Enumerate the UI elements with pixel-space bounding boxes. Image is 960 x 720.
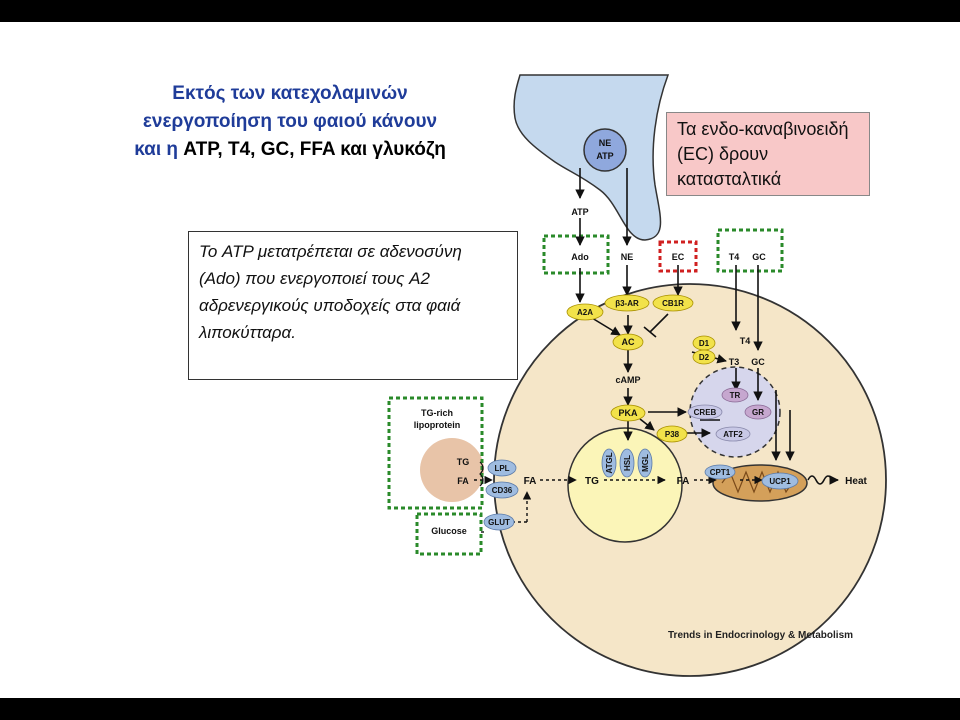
lipase-atgl — [601, 448, 617, 478]
receptor-cb1r — [652, 294, 694, 312]
atp-label: ATP — [571, 207, 588, 217]
lipoprotein-label-2: lipoprotein — [414, 420, 461, 430]
tg-droplet-label: TG — [585, 476, 599, 487]
creb-label: CREB — [694, 408, 717, 417]
receptor-b3ar — [604, 294, 650, 312]
p38-label: P38 — [665, 430, 680, 439]
kinase-p38 — [656, 425, 688, 443]
lipase-mgl — [637, 448, 653, 478]
glut-label: GLUT — [488, 518, 510, 527]
lp-fa-label: FA — [457, 476, 469, 486]
cb1r-label: CB1R — [662, 299, 684, 308]
hsl-label: HSL — [623, 455, 632, 471]
protein-tr — [721, 387, 749, 403]
atgl-label: ATGL — [605, 452, 614, 473]
brown-adipocyte — [493, 283, 887, 677]
highlight-ado-box — [542, 234, 610, 275]
title-line-3: και η ATP, T4, GC, FFA και γλυκόζη — [80, 136, 500, 164]
ucp1-label: UCP1 — [769, 477, 791, 486]
heat-label: Heat — [845, 476, 867, 487]
gc-inner-label: GC — [751, 357, 765, 367]
protein-ucp1 — [761, 472, 799, 490]
receptor-a2a — [566, 303, 604, 321]
atp-adenosine-note: Το ATP μετατρέπεται σε αδενοσύνη (Ado) π… — [188, 231, 518, 380]
d2-label: D2 — [699, 353, 710, 362]
protein-atf2 — [715, 426, 751, 442]
atf2-label: ATF2 — [723, 430, 743, 439]
kinase-pka — [610, 404, 646, 422]
vesicle-atp-label: ATP — [596, 151, 613, 161]
ec-label: EC — [672, 252, 685, 262]
title-line-3-prefix: και η — [134, 139, 178, 160]
cd36-label: CD36 — [492, 486, 513, 495]
mgl-label: MGL — [641, 454, 650, 472]
protein-cpt1 — [704, 464, 736, 480]
t4-inner-label: T4 — [740, 336, 751, 346]
fa-droplet-label: FA — [677, 476, 690, 487]
source-credit: Trends in Endocrinology & Metabolism — [668, 630, 854, 641]
title-line-2: ενεργοποίηση του φαιού κάνουν — [142, 111, 438, 132]
enzyme-ac — [612, 333, 644, 351]
lpl-label: LPL — [494, 464, 509, 473]
gr-label: GR — [752, 408, 764, 417]
tr-label: TR — [730, 391, 741, 400]
ne-label: NE — [621, 252, 634, 262]
highlight-t4-gc-box — [716, 228, 784, 273]
protein-glut — [483, 513, 515, 531]
lipase-hsl — [619, 448, 635, 478]
b3ar-label: β3-AR — [615, 299, 639, 308]
a2a-label: A2A — [577, 308, 593, 317]
camp-label: cAMP — [615, 375, 640, 385]
ac-label: AC — [622, 337, 635, 347]
slide-title: Εκτός των κατεχολαμινών ενεργοποίηση του… — [80, 80, 500, 164]
t4-label: T4 — [729, 252, 740, 262]
protein-lpl — [487, 459, 517, 477]
lipoprotein-label-1: TG-rich — [421, 408, 453, 418]
endocannabinoid-note: Τα ενδο-καναβινοειδή (EC) δρουν κατασταλ… — [666, 112, 870, 196]
protein-gr — [744, 404, 772, 420]
highlight-glucose-box — [415, 512, 483, 556]
cpt1-label: CPT1 — [710, 468, 731, 477]
gc-label: GC — [752, 252, 766, 262]
lipoprotein-particle — [420, 438, 484, 502]
ado-label: Ado — [571, 252, 589, 262]
highlight-ec-box — [658, 240, 698, 273]
protein-cd36 — [485, 481, 519, 499]
vesicle-ne-label: NE — [599, 138, 612, 148]
fa-membrane-label: FA — [524, 476, 537, 487]
t3-label: T3 — [729, 357, 740, 367]
top-black-bar — [0, 0, 960, 22]
d1-label: D1 — [699, 339, 710, 348]
pka-label: PKA — [618, 408, 638, 418]
vesicle-ne-atp — [583, 128, 627, 172]
heat-wave — [807, 475, 833, 485]
highlight-lipoprotein-box — [387, 396, 484, 510]
protein-creb — [687, 404, 723, 420]
title-line-1: Εκτός των κατεχολαμινών — [172, 83, 408, 104]
title-line-3-rest: ATP, T4, GC, FFA και γλυκόζη — [178, 139, 446, 160]
bottom-black-bar — [0, 698, 960, 720]
lpl-bracket — [479, 461, 484, 487]
lipid-droplet — [567, 427, 683, 543]
glucose-label: Glucose — [431, 526, 467, 536]
deiodinase-d2 — [692, 349, 716, 365]
lp-tg-label: TG — [457, 457, 470, 467]
